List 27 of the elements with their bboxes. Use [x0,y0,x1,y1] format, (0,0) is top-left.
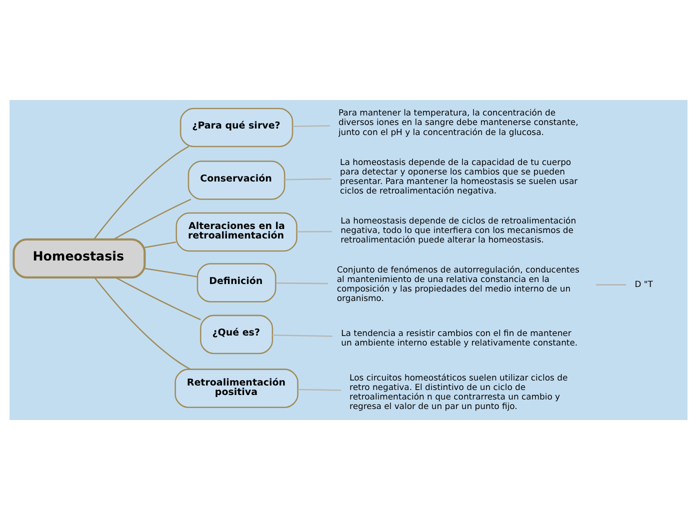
connector [144,242,176,248]
node-box: ¿Para qué sirve? [179,108,293,148]
connector [114,277,200,320]
node-box: Conservación [187,160,285,200]
connector [94,277,190,370]
connector [596,284,626,286]
connector [296,230,332,232]
connector [112,198,191,240]
connector [93,146,189,240]
connector [276,282,328,284]
connector [298,388,341,391]
node-box: Definición [196,263,276,302]
connector [272,334,332,337]
node-box: Retroalimentación positiva [174,368,298,408]
node-text: La homeostasis depende de ciclos de retroalimentación negativa, todo lo que interfiera con los mecanismos de retroalimentación puede alterar la homeostasis. [340,215,576,244]
node-text: La tendencia a resistir cambios con el fin de mantener un ambiente interno estable y relativamente constante. [340,328,578,348]
node-text: Para mantener la temperatura, la concentración de diversos iones en la sangre debe mantenerse constante, junto con el pH y la concentración de la glucosa. [338,108,578,137]
connector [284,178,331,180]
node-text: Conjunto de fenómenos de autorregulación, conducentes al mantenimiento de una relativa constancia en la composición y las propiedades del medio interno de un organismo. [336,264,579,304]
node-text: La homeostasis depende de la capacidad de tu cuerpo para detectar y oponerse los cambios que se pueden presentar. Para mantener la homeostasis se suelen usar ciclos de retroalimentación negativa. [340,156,578,196]
connector [144,268,197,278]
node-box: ¿Qué es? [200,314,273,354]
node-text: D "T [634,278,652,289]
node-box: Homeostasis [12,238,146,278]
node-box: Alteraciones en la retroalimentación [175,212,297,252]
node-text: Los circuitos homeostáticos suelen utilizar ciclos de retro negativa. El distintivo de un ciclo de retroalimentación n que contrarresta un cambio y regresa el valor de un par un punto fijo. [349,372,568,411]
connector [292,125,330,128]
